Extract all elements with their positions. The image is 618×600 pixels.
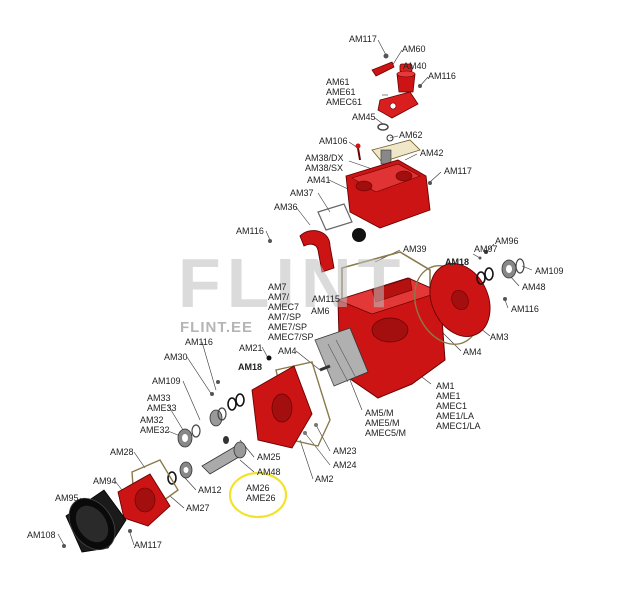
label-am36: AM36 bbox=[274, 202, 298, 212]
top-housing bbox=[345, 159, 432, 229]
top-valve-assembly bbox=[355, 53, 422, 165]
label-am116-right: AM116 bbox=[511, 304, 539, 314]
shaft-assembly bbox=[167, 380, 247, 485]
main-body bbox=[314, 277, 446, 399]
label-am60: AM60 bbox=[402, 44, 426, 54]
label-am95: AM95 bbox=[55, 493, 79, 503]
label-am117-bottom: AM117 bbox=[134, 540, 162, 550]
label-am25: AM25 bbox=[257, 452, 281, 462]
label-am40: AM40 bbox=[403, 61, 427, 71]
label-am94: AM94 bbox=[93, 476, 117, 486]
label-am24: AM24 bbox=[333, 460, 357, 470]
label-am116-left: AM116 bbox=[185, 337, 213, 347]
watermark-logo: FLINT bbox=[178, 244, 407, 322]
label-am39: AM39 bbox=[403, 244, 427, 254]
label-am21: AM21 bbox=[239, 343, 263, 353]
ball-am41 bbox=[352, 228, 366, 242]
label-am97: AM97 bbox=[474, 244, 498, 254]
pipe-am36 bbox=[299, 230, 335, 273]
label-am45: AM45 bbox=[352, 112, 376, 122]
label-am109-right: AM109 bbox=[535, 266, 564, 276]
cap-am94 bbox=[117, 473, 171, 527]
label-am116-mid: AM116 bbox=[236, 226, 264, 236]
label-am61: AM61 AME61 AMEC61 bbox=[326, 77, 363, 107]
label-am26: AM26 AME26 bbox=[246, 483, 276, 503]
label-am96: AM96 bbox=[495, 236, 519, 246]
label-am2: AM2 bbox=[315, 474, 334, 484]
label-am12: AM12 bbox=[198, 485, 222, 495]
label-am117-top: AM117 bbox=[349, 34, 377, 44]
label-am116-top: AM116 bbox=[428, 71, 456, 81]
label-am4-mid: AM4 bbox=[278, 346, 297, 356]
watermark-url: FLINT.EE bbox=[180, 319, 254, 336]
label-am18-left: AM18 bbox=[238, 362, 263, 372]
label-am117-mid: AM117 bbox=[444, 166, 472, 176]
gasket-am37 bbox=[317, 203, 353, 231]
label-am37: AM37 bbox=[290, 188, 314, 198]
label-am7: AM7 AM7/ AMEC7 AM7/SP AME7/SP AMEC7/SP bbox=[268, 282, 314, 342]
label-am27: AM27 bbox=[186, 503, 210, 513]
label-am106: AM106 bbox=[319, 136, 348, 146]
label-am108: AM108 bbox=[27, 530, 56, 540]
label-am4-right: AM4 bbox=[463, 347, 482, 357]
label-am23: AM23 bbox=[333, 446, 357, 456]
label-am38: AM38/DX AM38/SX bbox=[305, 153, 344, 173]
label-am32: AM32 AME32 bbox=[140, 415, 170, 435]
label-am5: AM5/M AME5/M AMEC5/M bbox=[365, 408, 407, 438]
label-am30: AM30 bbox=[164, 352, 188, 362]
bell-housing-am95 bbox=[62, 489, 132, 553]
label-am28: AM28 bbox=[110, 447, 134, 457]
label-am48-right: AM48 bbox=[522, 282, 546, 292]
label-am6: AM6 bbox=[311, 306, 330, 316]
label-am3: AM3 bbox=[490, 332, 509, 342]
label-am1: AM1 AME1 AMEC1 AME1/LA AMEC1/LA bbox=[436, 381, 481, 431]
label-am62: AM62 bbox=[399, 130, 423, 140]
label-am41: AM41 bbox=[307, 175, 331, 185]
label-am115: AM115 bbox=[312, 294, 340, 304]
highlight-ring bbox=[228, 471, 288, 519]
label-am42: AM42 bbox=[420, 148, 444, 158]
label-am109-left: AM109 bbox=[152, 376, 181, 386]
label-am18-right: AM18 bbox=[445, 257, 470, 267]
label-am48-left: AM48 bbox=[257, 467, 281, 477]
left-cover-am2 bbox=[251, 355, 318, 449]
label-am33: AM33 AME33 bbox=[147, 393, 177, 413]
right-cover bbox=[414, 250, 525, 345]
